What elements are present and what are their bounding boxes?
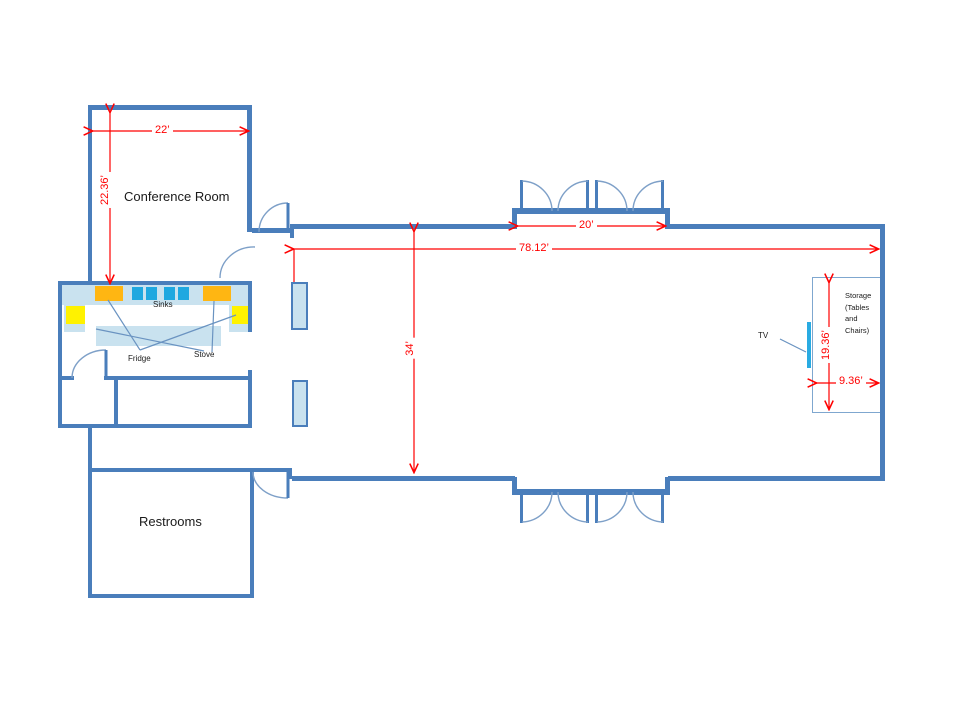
sink-basin bbox=[146, 287, 157, 300]
conference-door-wall bbox=[252, 228, 292, 233]
hall-wall-bottom-left bbox=[292, 476, 515, 481]
dim-label-conference-height: 22.36’ bbox=[99, 172, 112, 208]
stove-rect bbox=[203, 286, 231, 301]
door-arc-kitchen-bottom bbox=[71, 349, 107, 379]
dim-label-storage-height: 19.36’ bbox=[820, 327, 833, 363]
hall-wall-panel-upper bbox=[291, 282, 308, 330]
stove-callout-line bbox=[95, 328, 205, 352]
restroom-wall-bottom bbox=[88, 594, 254, 598]
kitchen-wall-right-lower bbox=[248, 370, 252, 428]
door-arc-kitchen-entry bbox=[219, 246, 256, 279]
door-leaf bbox=[586, 180, 589, 209]
door-arc-entry-top bbox=[557, 180, 589, 212]
restroom-wall-top bbox=[88, 468, 292, 472]
entry-bottom-wall bbox=[512, 489, 670, 495]
door-leaf bbox=[661, 494, 664, 523]
conference-wall-right bbox=[247, 105, 252, 232]
stove-label: Stove bbox=[194, 350, 215, 359]
door-leaf bbox=[595, 494, 598, 523]
door-leaf bbox=[661, 180, 664, 209]
dim-label-conference-width: 22’ bbox=[152, 124, 173, 137]
sink-basin bbox=[132, 287, 143, 300]
stove-callout-line bbox=[211, 300, 215, 353]
kitchen-wall-bottom-right bbox=[104, 376, 252, 380]
sinks-label: Sinks bbox=[153, 300, 173, 309]
kitchen-wall-right-upper bbox=[248, 281, 252, 332]
hall-step-wall bbox=[288, 468, 292, 479]
dim-label-entry-width: 20’ bbox=[576, 219, 597, 232]
door-leaf bbox=[595, 180, 598, 209]
door-arc-entry-top bbox=[632, 180, 664, 212]
door-arc-entry-bottom bbox=[557, 491, 589, 523]
door-leaf bbox=[520, 494, 523, 523]
corridor-wall bbox=[88, 428, 92, 470]
counter-appliance-right bbox=[232, 306, 251, 324]
sink-basin bbox=[164, 287, 175, 300]
entry-top-wall bbox=[512, 208, 670, 214]
tv-callout-line bbox=[779, 338, 807, 353]
entry-bottom-side-right bbox=[665, 477, 670, 491]
restroom-wall-left bbox=[88, 468, 92, 598]
tv-label: TV bbox=[758, 331, 769, 340]
dim-label-storage-width: 9.36’ bbox=[836, 375, 866, 388]
conference-wall-left bbox=[88, 105, 92, 285]
sink-basin bbox=[178, 287, 189, 300]
storage-label: Storage (Tables and Chairs) bbox=[845, 291, 872, 335]
kitchen-wall-top bbox=[58, 281, 252, 285]
counter-appliance-left bbox=[66, 306, 85, 324]
fridge-label: Fridge bbox=[128, 354, 151, 363]
fridge-callout-line bbox=[139, 314, 237, 351]
kitchen-wall-bottom-left bbox=[58, 376, 74, 380]
dim-label-hall-width: 78.12’ bbox=[516, 242, 552, 255]
door-arc-entry-top bbox=[521, 180, 553, 212]
door-leaf bbox=[586, 494, 589, 523]
tv-screen bbox=[807, 322, 811, 368]
hall-wall-topleft-stub bbox=[290, 224, 294, 238]
door-arc-restroom bbox=[252, 471, 289, 499]
hall-wall-right bbox=[880, 224, 885, 481]
closet-wall-bottom bbox=[58, 424, 252, 428]
conference-room-label: Conference Room bbox=[124, 189, 230, 204]
hall-wall-panel-lower bbox=[292, 380, 308, 427]
door-leaf bbox=[520, 180, 523, 209]
kitchen-wall-left bbox=[58, 281, 62, 428]
conference-wall-top bbox=[88, 105, 252, 110]
door-arc-entry-bottom bbox=[596, 491, 628, 523]
hall-wall-top-right bbox=[668, 224, 885, 229]
restrooms-label: Restrooms bbox=[139, 514, 202, 529]
restroom-wall-right bbox=[250, 472, 254, 598]
door-arc-conference bbox=[258, 202, 289, 233]
fridge-rect bbox=[95, 286, 123, 301]
hall-wall-bottom-right bbox=[668, 476, 885, 481]
entry-top-side-right bbox=[665, 208, 670, 229]
entry-top-side-left bbox=[512, 208, 517, 229]
fridge-callout-line bbox=[107, 299, 141, 351]
door-arc-entry-bottom bbox=[521, 491, 553, 523]
closet-divider-wall bbox=[114, 380, 118, 428]
entry-bottom-side-left bbox=[512, 477, 517, 491]
dim-label-hall-height: 34’ bbox=[404, 338, 417, 359]
door-arc-entry-bottom bbox=[632, 491, 664, 523]
hall-wall-top-left bbox=[290, 224, 515, 229]
door-arc-entry-top bbox=[596, 180, 628, 212]
